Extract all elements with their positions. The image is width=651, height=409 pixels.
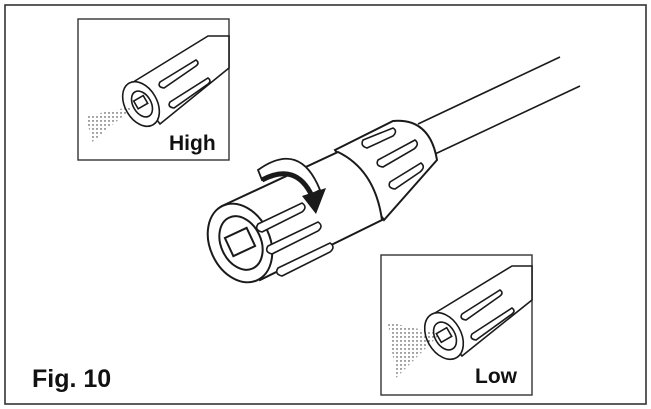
label-high: High xyxy=(169,132,216,155)
curved-rotation-arrow-icon xyxy=(256,157,326,214)
figure-frame xyxy=(4,4,647,405)
label-low: Low xyxy=(475,365,517,388)
spray-mist-icon xyxy=(86,106,135,142)
inset-low xyxy=(380,254,533,396)
main-nozzle xyxy=(206,119,439,284)
spray-mist-icon-wide xyxy=(388,322,440,378)
inset-high xyxy=(77,18,230,161)
wand-tube xyxy=(417,56,581,155)
figure-caption: Fig. 10 xyxy=(32,365,112,393)
